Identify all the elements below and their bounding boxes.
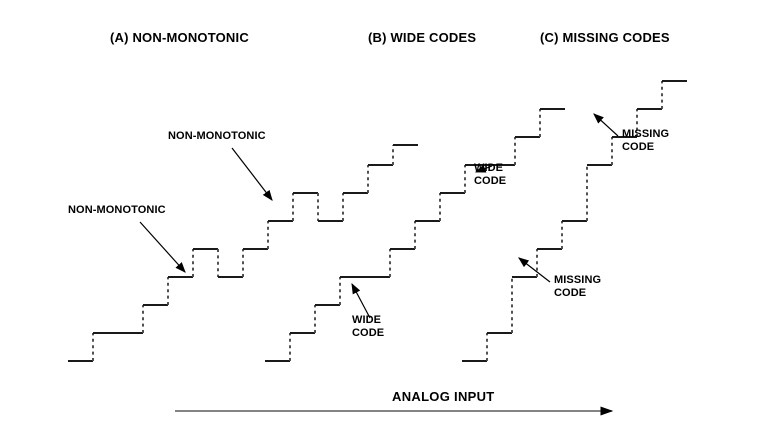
callout-arrow: [518, 257, 551, 283]
callout-leader-lines: [139, 113, 619, 319]
callout-missing-code-1: MISSING CODE: [554, 274, 602, 299]
callout-wide-code-1: WIDE CODE: [352, 314, 385, 339]
callout-missing-code-2: MISSING CODE: [622, 128, 670, 153]
callout-arrow: [231, 147, 273, 201]
panel-b-title: (B) WIDE CODES: [368, 30, 477, 45]
panel-c-title: (C) MISSING CODES: [540, 30, 670, 45]
panel-c-staircase: [462, 79, 687, 363]
panel-a-staircase: [68, 143, 418, 363]
callout-non-monotonic-1: NON-MONOTONIC: [68, 204, 166, 216]
callout-wide-code-2: WIDE CODE: [474, 162, 507, 187]
callout-non-monotonic-2: NON-MONOTONIC: [168, 130, 266, 142]
panel-b-staircase: [265, 107, 565, 363]
panel-a-title: (A) NON-MONOTONIC: [110, 30, 249, 45]
callout-arrow: [593, 113, 619, 137]
callout-arrow: [139, 221, 186, 273]
callout-arrow: [474, 164, 493, 173]
callout-arrow: [351, 282, 371, 319]
axis-label-analog-input: ANALOG INPUT: [392, 389, 495, 404]
